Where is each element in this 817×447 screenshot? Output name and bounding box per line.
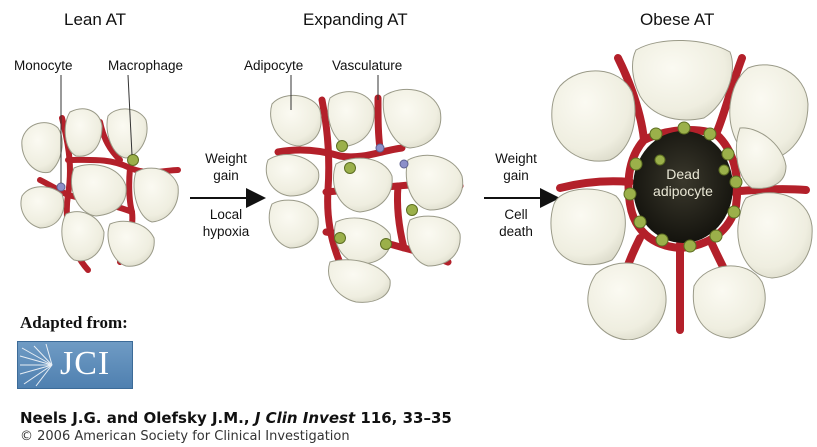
citation-volume-pages: 116, 33–35 (360, 409, 451, 427)
lean-monocyte-cell (57, 183, 65, 191)
lean-adipocytes (21, 109, 178, 266)
expanding-at-cluster (266, 75, 462, 302)
arrow2-below-line1: Cell (478, 206, 554, 223)
citation: Neels J.G. and Olefsky J.M., J Clin Inve… (20, 409, 452, 427)
citation-journal: J Clin Invest (255, 409, 355, 427)
macrophage-label: Macrophage (108, 58, 183, 73)
jci-logo-text: JCI (60, 345, 110, 383)
lean-at-cluster (21, 75, 178, 270)
expanding-adipocytes (266, 89, 462, 302)
dead-adipocyte-label-line1: Dead (643, 166, 723, 183)
arrow2-above-line1: Weight (478, 150, 554, 167)
arrow1-caption-above: Weight gain (186, 150, 266, 184)
arrow2-caption-above: Weight gain (478, 150, 554, 184)
arrow1-below-line2: hypoxia (186, 223, 266, 240)
arrow1-below-line1: Local (186, 206, 266, 223)
adapted-from-label: Adapted from: (20, 313, 128, 333)
lean-macrophage-cell (128, 155, 139, 166)
dead-adipocyte-label-line2: adipocyte (643, 183, 723, 200)
adipocyte-label: Adipocyte (244, 58, 303, 73)
arrow2-above-line2: gain (478, 167, 554, 184)
dead-adipocyte-label: Dead adipocyte (643, 166, 723, 200)
jci-logo: JCI (17, 341, 133, 389)
arrow1-caption-below: Local hypoxia (186, 206, 266, 240)
arrow2-below-line2: death (478, 223, 554, 240)
copyright-notice: © 2006 American Society for Clinical Inv… (20, 429, 350, 444)
vasculature-label: Vasculature (332, 58, 402, 73)
arrow2-caption-below: Cell death (478, 206, 554, 240)
monocyte-label: Monocyte (14, 58, 73, 73)
arrow1-above-line1: Weight (186, 150, 266, 167)
arrow1-above-line2: gain (186, 167, 266, 184)
citation-authors: Neels J.G. and Olefsky J.M., (20, 409, 250, 427)
